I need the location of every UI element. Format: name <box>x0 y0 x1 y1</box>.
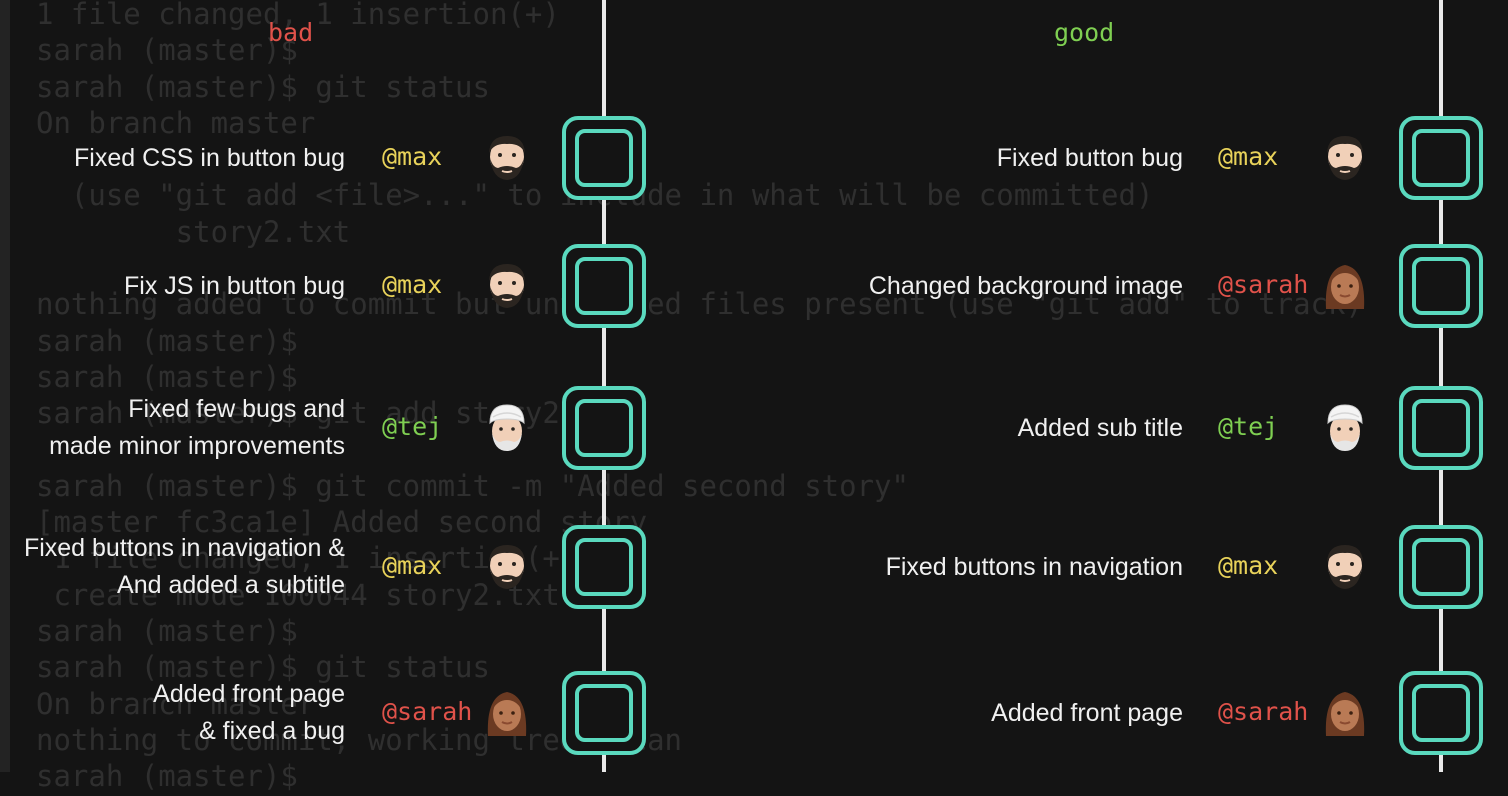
bad-commit-node <box>562 386 646 470</box>
terminal-line: sarah (master)$ <box>36 759 298 794</box>
good-commit-node <box>1399 116 1483 200</box>
terminal-line: sarah (master)$ <box>36 323 298 358</box>
left-window-edge <box>0 0 10 772</box>
bad-commit-node <box>562 244 646 328</box>
bad-commit-node <box>562 116 646 200</box>
bad-commit-author: @max <box>382 270 443 299</box>
max-avatar-icon <box>1322 542 1368 592</box>
commit-message-line: Fixed buttons in navigation & <box>23 534 345 562</box>
good-commit-node <box>1399 244 1483 328</box>
good-commit-message: Changed background image <box>869 268 1183 305</box>
good-commit-author: @max <box>1218 551 1279 580</box>
good-commit-author: @max <box>1218 142 1279 171</box>
terminal-line: 1 file changed, 1 insertion(+) <box>36 0 560 31</box>
commit-message-line: Added front page <box>991 698 1183 727</box>
good-commit-node <box>1399 386 1483 470</box>
max-avatar-icon <box>1322 133 1368 183</box>
terminal-line: sarah (master)$ git status <box>36 69 490 104</box>
bad-column-title: bad <box>268 18 314 47</box>
bad-commit-author: @max <box>382 142 443 171</box>
terminal-line: story2.txt <box>36 214 351 249</box>
commit-node-inner <box>575 399 633 457</box>
terminal-line: (use "git add <file>..." to include in w… <box>70 178 1154 213</box>
tej-avatar-icon <box>1322 403 1368 453</box>
terminal-line: sarah (master)$ <box>36 33 298 68</box>
commit-message-line: Fixed button bug <box>996 143 1183 172</box>
terminal-line: sarah (master)$ <box>36 359 298 394</box>
bad-commit-message: Fix JS in button bug <box>124 268 345 305</box>
commit-message-line: Fixed buttons in navigation <box>885 552 1183 581</box>
commit-node-inner <box>575 538 633 596</box>
commit-node-inner <box>575 257 633 315</box>
commit-message-line: Fixed few bugs and <box>128 395 345 423</box>
good-commit-message: Added front page <box>991 695 1183 732</box>
commit-message-line: made minor improvements <box>49 432 345 460</box>
max-avatar-icon <box>484 542 530 592</box>
max-avatar-icon <box>484 133 530 183</box>
sarah-avatar-icon <box>484 688 530 738</box>
commit-node-inner <box>1412 399 1470 457</box>
good-commit-author: @tej <box>1218 412 1279 441</box>
good-commit-node <box>1399 525 1483 609</box>
terminal-line: 1 file changed, 1 insertion(+) <box>36 541 578 576</box>
good-commit-author: @sarah <box>1218 270 1309 299</box>
good-commit-author: @sarah <box>1218 697 1309 726</box>
terminal-line: sarah (master)$ <box>36 614 298 649</box>
max-avatar-icon <box>484 261 530 311</box>
commit-message-line: Added front page <box>153 680 345 708</box>
tej-avatar-icon <box>484 403 530 453</box>
commit-node-inner <box>1412 538 1470 596</box>
bad-commit-author: @max <box>382 551 443 580</box>
bad-commit-node <box>562 671 646 755</box>
commit-message-line: Fixed CSS in button bug <box>74 143 345 172</box>
sarah-avatar-icon <box>1322 261 1368 311</box>
bad-commit-node <box>562 525 646 609</box>
good-commit-message: Fixed buttons in navigation <box>886 549 1183 586</box>
terminal-line: [master fc3ca1e] Added second story <box>36 505 648 540</box>
commit-node-inner <box>575 684 633 742</box>
terminal-line: On branch master <box>36 105 316 140</box>
good-commit-message: Fixed button bug <box>997 140 1183 177</box>
good-commit-message: Added sub title <box>1018 410 1183 447</box>
commit-node-inner <box>1412 684 1470 742</box>
commit-message-line: & fixed a bug <box>199 717 345 745</box>
sarah-avatar-icon <box>1322 688 1368 738</box>
good-commit-node <box>1399 671 1483 755</box>
bad-commit-message: Fixed buttons in navigation & And added a… <box>24 530 345 604</box>
bad-commit-author: @sarah <box>382 697 473 726</box>
commit-message-line: Fix JS in button bug <box>124 271 345 300</box>
commit-message-line: Added sub title <box>1017 413 1183 442</box>
good-column-title: good <box>1054 18 1115 47</box>
commit-node-inner <box>575 129 633 187</box>
commit-node-inner <box>1412 129 1470 187</box>
terminal-line: sarah (master)$ git commit -m "Added sec… <box>36 468 909 503</box>
commit-message-line: Changed background image <box>868 271 1183 300</box>
bad-commit-message: Added front page & fixed a bug <box>153 676 345 750</box>
commit-node-inner <box>1412 257 1470 315</box>
bad-commit-author: @tej <box>382 412 443 441</box>
bad-commit-message: Fixed few bugs and made minor improvement… <box>49 391 345 465</box>
terminal-line: On branch master <box>36 686 316 721</box>
bad-commit-message: Fixed CSS in button bug <box>74 140 345 177</box>
terminal-line: sarah (master)$ git status <box>36 650 490 685</box>
commit-message-line: And added a subtitle <box>117 571 345 599</box>
terminal-line: create mode 100644 story2.txt <box>36 577 560 612</box>
